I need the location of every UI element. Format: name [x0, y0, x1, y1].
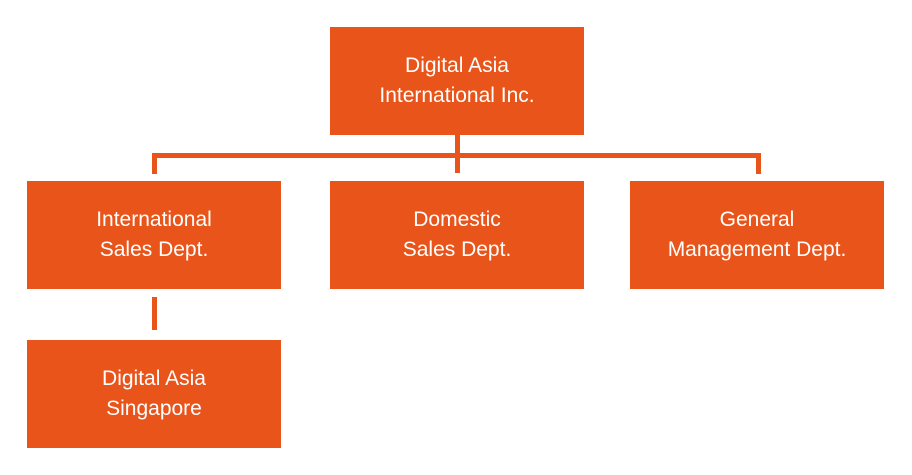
org-node-digital-asia-singapore: Digital Asia Singapore: [27, 340, 281, 448]
org-node-international-sales-label: International Sales Dept.: [96, 208, 212, 261]
org-node-domestic-sales-label: Domestic Sales Dept.: [402, 208, 512, 261]
connector-left-drop: [152, 153, 157, 174]
org-node-international-sales: International Sales Dept.: [27, 181, 281, 289]
connector-intl-to-singapore: [152, 297, 157, 330]
org-node-digital-asia-singapore-label: Digital Asia Singapore: [102, 367, 206, 420]
connector-horizontal-bar: [152, 153, 761, 158]
org-node-root: Digital Asia International Inc.: [330, 27, 584, 135]
org-node-general-management-label: General Management Dept.: [667, 208, 847, 261]
org-node-domestic-sales: Domestic Sales Dept.: [330, 181, 584, 289]
connector-right-drop: [756, 153, 761, 174]
org-node-general-management: General Management Dept.: [630, 181, 884, 289]
org-node-root-label: Digital Asia International Inc.: [379, 54, 535, 107]
